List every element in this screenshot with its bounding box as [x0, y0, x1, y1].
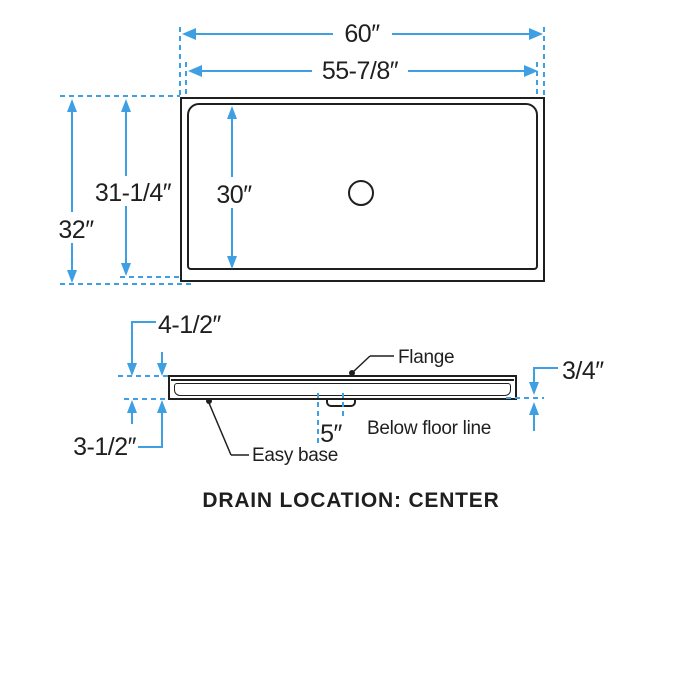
dim-leader	[533, 367, 535, 383]
diagram-title: DRAIN LOCATION: CENTER	[202, 489, 500, 512]
drain-circle	[348, 180, 374, 206]
dim-line	[231, 119, 233, 177]
dim-arrow-up	[127, 400, 137, 413]
dim-arrow-down	[157, 363, 167, 376]
dim-line	[71, 112, 73, 212]
dim-overall-height: 4-1/2″	[158, 311, 221, 339]
extension-line	[179, 27, 181, 96]
dim-line	[125, 112, 127, 176]
dim-line	[71, 243, 73, 271]
dim-arrow-left	[188, 65, 202, 77]
flange-leader-line	[352, 355, 371, 373]
dim-arrow-up	[121, 99, 131, 112]
dim-leader	[534, 367, 558, 369]
dim-top-outer-width: 60″	[344, 20, 380, 48]
below-floor-line-label: Below floor line	[367, 418, 492, 439]
flange-underside-line	[171, 379, 514, 381]
extension-line	[120, 276, 180, 278]
dim-drain-width: 5″	[320, 420, 342, 448]
dim-leader	[132, 321, 156, 323]
dim-arrow-left	[182, 28, 196, 40]
dim-arrow-down	[67, 270, 77, 283]
dim-flange-offset: 3/4″	[562, 357, 604, 385]
dim-arrow-down	[121, 263, 131, 276]
extension-line	[342, 393, 344, 419]
flange-label: Flange	[398, 347, 455, 368]
dim-arrow-up	[227, 106, 237, 119]
dim-arrow-down	[227, 256, 237, 269]
dim-leader	[138, 446, 163, 448]
dim-left-outer-depth: 32″	[58, 216, 94, 244]
dim-arrow-up	[529, 402, 539, 415]
dim-line	[202, 70, 312, 72]
extension-line	[124, 398, 168, 400]
extension-line	[185, 62, 187, 96]
dim-line	[196, 33, 333, 35]
dim-leader	[131, 321, 133, 364]
dim-line	[125, 206, 127, 263]
dim-line	[533, 415, 535, 431]
dim-line	[408, 70, 524, 72]
drain-bump	[326, 400, 356, 407]
extension-line	[317, 393, 319, 445]
dim-base-height: 3-1/2″	[73, 433, 136, 461]
extension-line	[543, 27, 545, 96]
dim-arrow-right	[524, 65, 538, 77]
dim-arrow-down	[529, 382, 539, 395]
dim-line	[161, 413, 163, 447]
extension-line	[506, 397, 544, 399]
extension-line	[60, 95, 180, 97]
dim-inner-depth: 30″	[216, 181, 252, 209]
dim-arrow-up	[67, 99, 77, 112]
easy-base-label: Easy base	[252, 445, 339, 466]
dim-left-mid-depth: 31-1/4″	[94, 179, 172, 207]
extension-line	[60, 283, 195, 285]
dim-line	[131, 413, 133, 424]
dim-line	[231, 208, 233, 256]
dim-arrow-right	[529, 28, 543, 40]
dim-arrow-up	[157, 400, 167, 413]
dim-line	[392, 33, 529, 35]
dim-arrow-down	[127, 363, 137, 376]
dim-top-inner-width: 55-7/8″	[321, 57, 399, 85]
extension-line	[536, 62, 538, 96]
extension-line	[118, 375, 168, 377]
easy-base-leader-line	[208, 402, 232, 456]
dim-line	[161, 352, 163, 364]
